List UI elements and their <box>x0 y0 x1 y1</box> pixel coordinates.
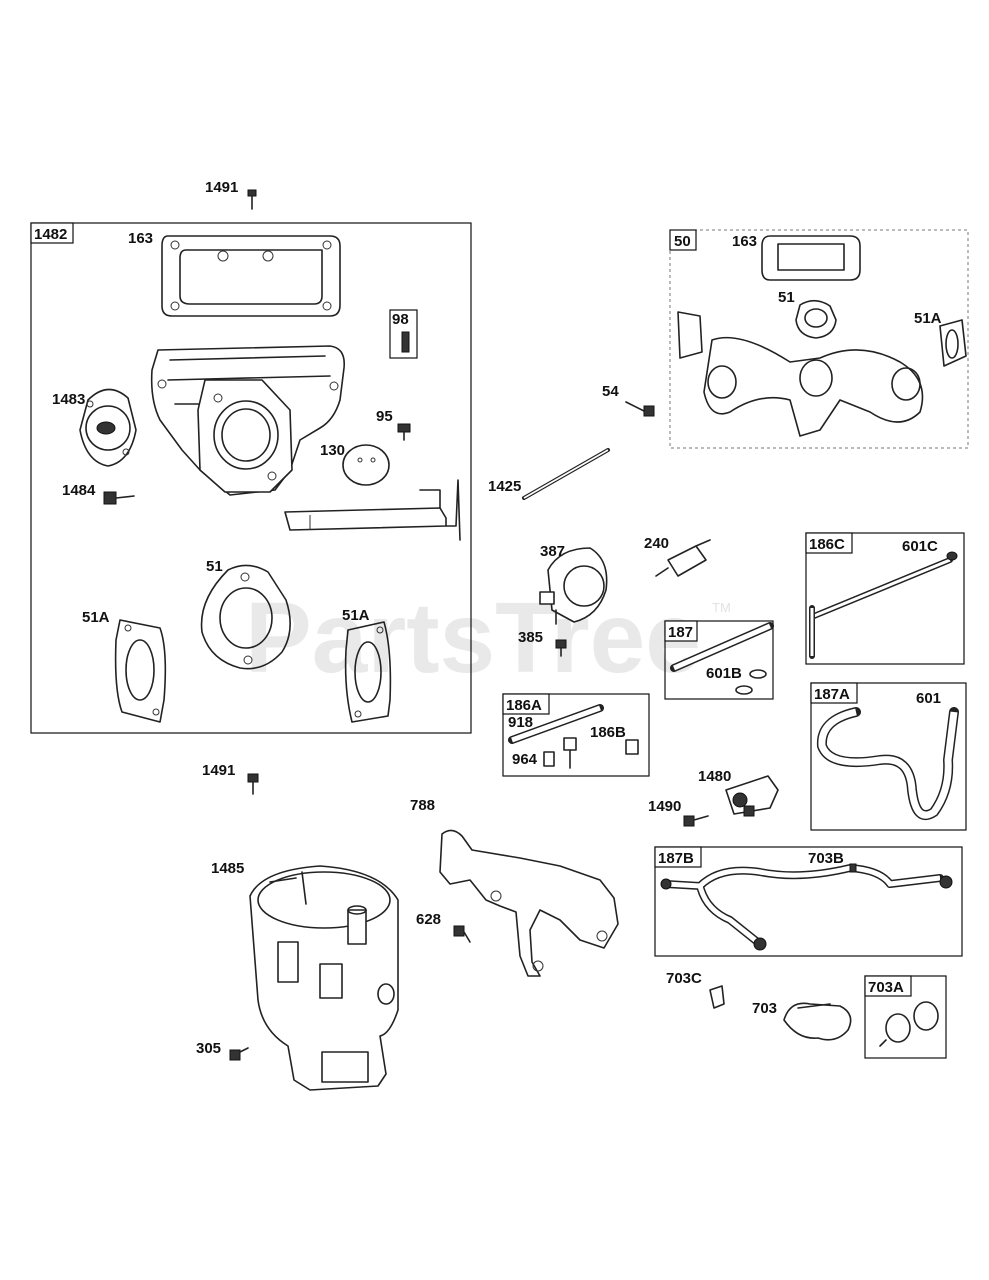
hose-assembly-703B[interactable] <box>660 863 953 951</box>
gasket-51A-right[interactable] <box>939 319 967 367</box>
callout-918: 918 <box>508 714 533 731</box>
screw-305[interactable] <box>229 1047 249 1061</box>
screw-1491-mid[interactable] <box>247 773 259 795</box>
callout-51A-left-2: 51A <box>342 607 370 624</box>
callout-1485: 1485 <box>211 860 244 877</box>
rod-1425[interactable] <box>522 448 610 500</box>
callout-1480: 1480 <box>698 768 731 785</box>
group-98-label: 98 <box>392 311 409 328</box>
screw-1484[interactable] <box>103 491 135 505</box>
group-1482-frame <box>30 222 472 734</box>
gasket-51A-left-1[interactable] <box>114 619 167 723</box>
callout-788: 788 <box>410 797 435 814</box>
clamp-703A[interactable] <box>879 1001 939 1047</box>
bracket-788[interactable] <box>439 829 619 977</box>
group-187-frame <box>664 620 774 700</box>
group-186A-frame <box>502 693 650 777</box>
callout-385: 385 <box>518 629 543 646</box>
clamp-703[interactable] <box>783 1002 852 1041</box>
group-186C-frame <box>805 532 965 665</box>
choke-cap-1483[interactable] <box>79 388 137 467</box>
group-186A-label: 186A <box>506 697 542 714</box>
callout-1491-top: 1491 <box>205 179 238 196</box>
callout-51-right: 51 <box>778 289 795 306</box>
callout-163-right: 163 <box>732 233 757 250</box>
hose-601C[interactable] <box>809 551 958 659</box>
callout-163-left: 163 <box>128 230 153 247</box>
callout-964: 964 <box>512 751 538 768</box>
fuel-filter-240[interactable] <box>655 539 711 577</box>
group-50-tag <box>669 229 697 251</box>
throttle-plate-130[interactable] <box>342 444 390 486</box>
callout-240: 240 <box>644 535 669 552</box>
callout-54: 54 <box>602 383 619 400</box>
throttle-shaft[interactable] <box>284 479 461 541</box>
screw-628[interactable] <box>453 925 471 943</box>
callout-305: 305 <box>196 1040 221 1057</box>
callout-51A-right: 51A <box>914 310 942 327</box>
hose-601[interactable] <box>816 707 959 821</box>
callout-1491-mid: 1491 <box>202 762 235 779</box>
group-187B-tag <box>654 846 702 868</box>
callout-51-left: 51 <box>206 558 223 575</box>
callout-703B: 703B <box>808 850 844 867</box>
callout-703C: 703C <box>666 970 702 987</box>
watermark-trademark: TM <box>712 600 731 615</box>
valve-1480[interactable] <box>725 775 779 817</box>
gasket-51A-left-2[interactable] <box>344 621 392 723</box>
callout-130: 130 <box>320 442 345 459</box>
group-1482-label: 1482 <box>34 226 67 243</box>
jet-98-icon <box>401 331 410 353</box>
watermark-text: PartsTree <box>245 582 701 694</box>
fuel-housing-1485[interactable] <box>249 865 399 1091</box>
fitting-186B[interactable] <box>563 737 639 769</box>
callout-51A-left-1: 51A <box>82 609 110 626</box>
group-703A-tag <box>864 975 912 997</box>
intake-manifold[interactable] <box>677 311 924 437</box>
screw-1490[interactable] <box>683 815 709 827</box>
gasket-163-left[interactable] <box>161 235 341 317</box>
group-187-tag <box>664 620 698 642</box>
gasket-163-right[interactable] <box>761 235 861 281</box>
gasket-51-left[interactable] <box>200 564 291 670</box>
group-187B-frame <box>654 846 963 957</box>
hose-187[interactable] <box>670 622 774 672</box>
gasket-51-right[interactable] <box>795 299 837 339</box>
group-187-label: 187 <box>668 624 693 641</box>
carburetor-body[interactable] <box>150 345 346 496</box>
callout-601: 601 <box>916 690 941 707</box>
group-703A-label: 703A <box>868 979 904 996</box>
clip-703C[interactable] <box>709 985 725 1009</box>
group-98-frame <box>389 309 418 359</box>
group-187A-frame <box>810 682 967 831</box>
callout-95: 95 <box>376 408 393 425</box>
group-186A-tag <box>502 693 550 715</box>
clamp-601B[interactable] <box>735 669 767 695</box>
callout-1483: 1483 <box>52 391 85 408</box>
fuel-pump-387[interactable] <box>539 547 608 625</box>
screw-1491-top[interactable] <box>247 189 257 210</box>
callout-1490: 1490 <box>648 798 681 815</box>
callout-387: 387 <box>540 543 565 560</box>
callout-1484: 1484 <box>62 482 96 499</box>
group-187A-tag <box>810 682 858 704</box>
callout-601B: 601B <box>706 665 742 682</box>
group-1482-tag <box>30 222 74 244</box>
spacer-964[interactable] <box>543 751 555 767</box>
callout-1425: 1425 <box>488 478 521 495</box>
group-50-label: 50 <box>674 233 691 250</box>
hose-918[interactable] <box>508 704 604 744</box>
group-186C-tag <box>805 532 853 554</box>
callout-601C: 601C <box>902 538 938 555</box>
callout-628: 628 <box>416 911 441 928</box>
group-187A-label: 187A <box>814 686 850 703</box>
callout-703: 703 <box>752 1000 777 1017</box>
group-187B-label: 187B <box>658 850 694 867</box>
bolt-54[interactable] <box>625 401 655 417</box>
callout-186B: 186B <box>590 724 626 741</box>
group-186C-label: 186C <box>809 536 845 553</box>
screw-95[interactable] <box>397 423 411 441</box>
screw-385[interactable] <box>555 639 567 657</box>
